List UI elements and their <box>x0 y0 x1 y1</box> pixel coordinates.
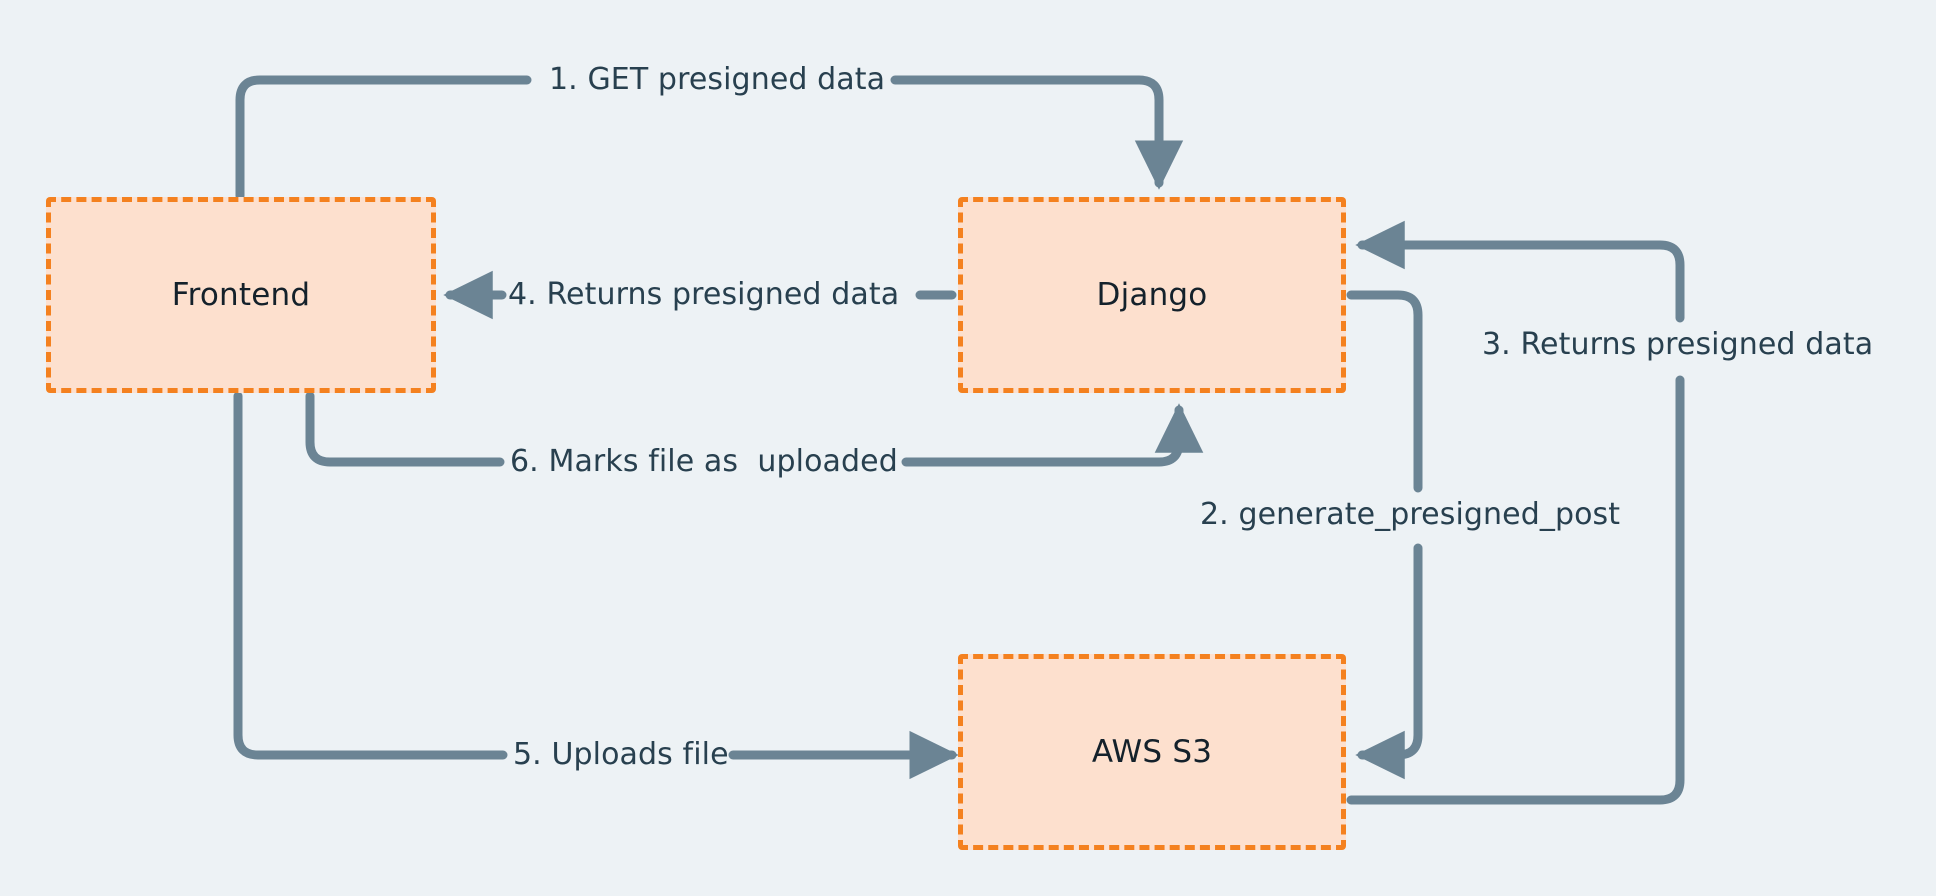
edge-label-2: 2. generate_presigned_post <box>1200 497 1621 532</box>
node-django[interactable]: Django <box>958 197 1346 393</box>
connector-2-upper <box>1346 290 1423 493</box>
connector-1-left <box>235 75 532 201</box>
node-django-label: Django <box>1096 277 1208 313</box>
connector-2-lower <box>1355 543 1423 780</box>
edge-label-4: 4. Returns presigned data <box>508 277 900 312</box>
connector-5-left <box>233 391 508 760</box>
edge-label-1: 1. GET presigned data <box>549 62 886 97</box>
connector-6-right <box>901 403 1204 467</box>
edge-label-3: 3. Returns presigned data <box>1482 327 1874 362</box>
node-frontend-label: Frontend <box>171 277 311 313</box>
edge-label-6: 6. Marks file as uploaded <box>510 444 898 479</box>
connector-1-right <box>890 75 1184 190</box>
connector-3-lower <box>1346 375 1685 805</box>
node-frontend[interactable]: Frontend <box>46 197 436 393</box>
connector-6-left <box>305 391 505 467</box>
edge-label-5: 5. Uploads file <box>513 737 729 772</box>
connector-3-upper <box>1355 220 1685 323</box>
node-aws-s3-label: AWS S3 <box>1091 734 1213 770</box>
node-aws-s3[interactable]: AWS S3 <box>958 654 1346 850</box>
